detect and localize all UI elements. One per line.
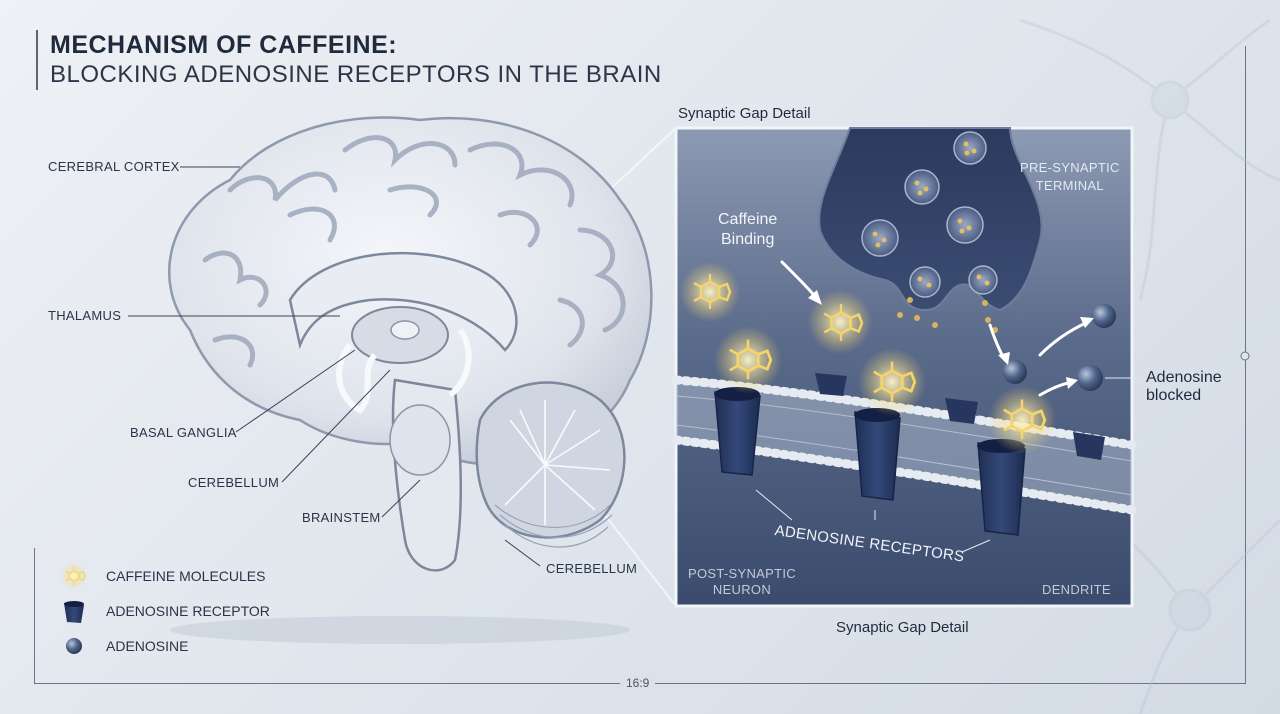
legend-receptor-label: ADENOSINE RECEPTOR bbox=[106, 603, 270, 619]
presynaptic-terminal bbox=[818, 127, 1043, 312]
brain-sagittal-illustration bbox=[168, 116, 653, 572]
page-title: MECHANISM OF CAFFEINE: bbox=[50, 31, 398, 59]
legend-caffeine-label: CAFFEINE MOLECULES bbox=[106, 568, 266, 584]
adenosine-receptors bbox=[714, 373, 1105, 536]
background-neuron-decoration bbox=[1019, 18, 1280, 714]
legend-adenosine: ADENOSINE bbox=[96, 638, 188, 654]
aspect-ratio-label: 16:9 bbox=[620, 676, 656, 690]
label-cerebral-cortex: CEREBRAL CORTEX bbox=[48, 159, 180, 174]
page-subtitle: BLOCKING ADENOSINE RECEPTORS IN THE BRAI… bbox=[50, 61, 662, 88]
label-cerebellum-lower: CEREBELLUM bbox=[546, 561, 638, 576]
caffeine-molecules bbox=[680, 262, 1056, 454]
adenosine-spheres bbox=[1003, 304, 1116, 391]
label-thalamus: THALAMUS bbox=[48, 308, 122, 323]
title-block: MECHANISM OF CAFFEINE: BLOCKING ADENOSIN… bbox=[36, 30, 662, 90]
legend-icons bbox=[61, 563, 87, 654]
label-cerebellum-upper: CEREBELLUM bbox=[188, 475, 280, 490]
label-caffeine-binding: Caffeine Binding bbox=[718, 211, 778, 248]
legend-adenosine-label: ADENOSINE bbox=[106, 638, 189, 654]
frame-left-line bbox=[34, 548, 35, 683]
inset-title-top: Synaptic Gap Detail bbox=[678, 105, 811, 122]
frame-right-line bbox=[1245, 46, 1246, 683]
synaptic-gap-inset bbox=[671, 126, 1140, 608]
label-basal-ganglia: BASAL GANGLIA bbox=[130, 425, 237, 440]
label-pre-synaptic-terminal: PRE-SYNAPTIC TERMINAL bbox=[1020, 160, 1120, 193]
synaptic-vesicles bbox=[861, 131, 998, 298]
label-adenosine-blocked: Adenosine blocked bbox=[1146, 369, 1222, 404]
label-brainstem: BRAINSTEM bbox=[302, 510, 381, 525]
label-dendrite: DENDRITE bbox=[1042, 582, 1111, 597]
label-post-synaptic-neuron: POST-SYNAPTIC NEURON bbox=[688, 566, 796, 597]
legend-receptor: ADENOSINE RECEPTOR bbox=[96, 603, 270, 619]
inset-title-bottom: Synaptic Gap Detail bbox=[836, 619, 969, 636]
legend-caffeine: CAFFEINE MOLECULES bbox=[96, 568, 265, 584]
